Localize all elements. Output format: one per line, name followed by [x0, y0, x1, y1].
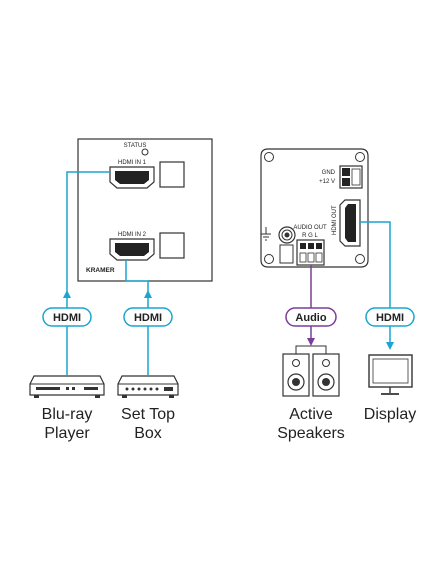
- display-label: Display: [364, 406, 416, 423]
- display-icon: [368, 354, 413, 395]
- power-label: +12 V: [319, 179, 335, 185]
- mount-hole-top-left: [264, 152, 274, 162]
- badge-hdmi-2: HDMI: [123, 307, 173, 327]
- badge-hdmi-out: HDMI: [365, 307, 415, 327]
- hdmi-out-port: [339, 199, 361, 247]
- hdmi-cable-2: [125, 260, 149, 375]
- speakers-label-line-1: Active: [289, 406, 333, 423]
- hdmi-cable-2-arrow: [144, 290, 152, 298]
- mount-hole-bottom-right: [355, 254, 365, 264]
- hdmi-cable-1-arrow: [63, 290, 71, 298]
- badge-hdmi-1: HDMI: [42, 307, 92, 327]
- audio-out-label: AUDIO OUT: [293, 225, 327, 231]
- badge-hdmi-2-label: HDMI: [134, 312, 162, 324]
- mount-hole-top-right: [355, 152, 365, 162]
- speakers-label-line-2: Speakers: [277, 425, 345, 442]
- receiver: GND +12 V HDMI OUT AUDIO OUT R G L: [260, 148, 369, 268]
- gnd-label: GND: [322, 170, 336, 176]
- mount-hole-bottom-left: [264, 254, 274, 264]
- badge-audio: Audio: [285, 307, 337, 327]
- speakers-icon: [282, 345, 340, 397]
- set-top-box-icon: [117, 375, 179, 398]
- hdmi-in-1-port: [109, 166, 155, 189]
- badge-hdmi-out-label: HDMI: [376, 312, 404, 324]
- audio-pins-label: R G L: [302, 233, 318, 239]
- ground-icon: [261, 227, 271, 241]
- set-top-label-line-1: Set Top: [121, 406, 175, 423]
- badge-audio-label: Audio: [295, 312, 326, 324]
- hdmi-out-cable: [360, 221, 391, 343]
- hdmi-in-2-label: HDMI IN 2: [118, 232, 147, 238]
- hdmi-in-1-label: HDMI IN 1: [118, 160, 147, 166]
- bluray-label-line-2: Player: [44, 425, 90, 442]
- status-led: [141, 148, 149, 156]
- hdmi-out-cable-arrow: [386, 342, 394, 350]
- brand-logo: KRAMER: [86, 267, 115, 274]
- hdmi-out-label: HDMI OUT: [332, 205, 338, 235]
- input-2-button: [159, 232, 185, 259]
- audio-terminal-block: [296, 239, 325, 266]
- power-terminal: [339, 165, 363, 189]
- audio-cable-arrow: [307, 338, 315, 346]
- input-1-button: [159, 161, 185, 188]
- badge-hdmi-1-label: HDMI: [53, 312, 81, 324]
- ground-screw: [278, 226, 296, 264]
- wall-plate: STATUS HDMI IN 1 HDMI IN 2 KRAMER: [77, 138, 213, 282]
- bluray-player-icon: [29, 375, 105, 398]
- set-top-label-line-2: Box: [134, 425, 162, 442]
- hdmi-in-2-port: [109, 238, 155, 261]
- status-label: STATUS: [124, 143, 147, 149]
- bluray-label-line-1: Blu-ray: [42, 406, 93, 423]
